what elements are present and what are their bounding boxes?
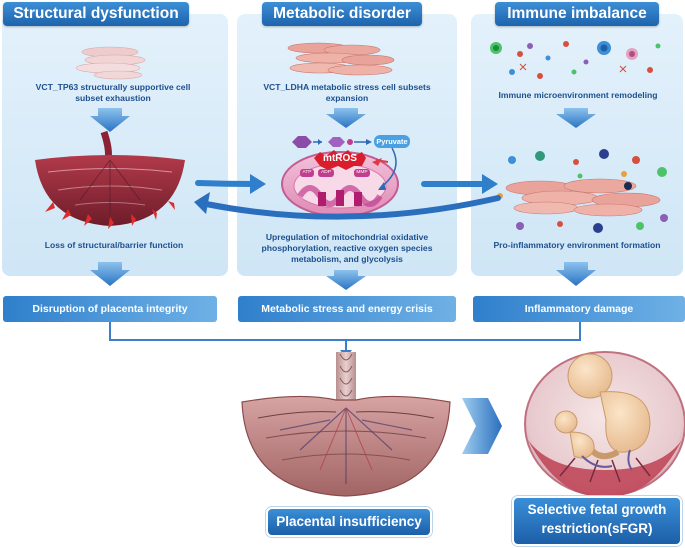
result-immune: Inflammatory damage	[473, 296, 685, 322]
pyruvate-label: Pyruvate	[376, 137, 408, 146]
caption-structural-top: VCT_TP63 structurally supportive cell su…	[35, 82, 191, 103]
arrow-down-metabolic-2	[326, 270, 366, 290]
merge-bracket	[109, 322, 581, 352]
arrow-down-immune-2	[556, 262, 596, 286]
panel-immune	[471, 14, 683, 276]
immune-cells-top	[490, 41, 661, 79]
placenta-large	[241, 352, 451, 497]
result-metabolic: Metabolic stress and energy crisis	[238, 296, 456, 322]
womb-sfgr	[524, 351, 685, 497]
pyruvate-badge	[374, 135, 410, 148]
caption-structural-bottom: Loss of structural/barrier function	[44, 240, 184, 250]
arrow-down-immune-1	[556, 108, 596, 128]
adp-label: ADP	[321, 170, 331, 175]
cell-stack-structural	[75, 46, 146, 80]
arrow-to-sfgr	[462, 398, 502, 454]
panel-title-immune: Immune imbalance	[495, 2, 659, 26]
arrow-structural-to-metabolic	[195, 180, 257, 187]
atp-badge	[300, 169, 314, 177]
mtros-label: mtROS	[323, 153, 357, 164]
arrow-down-metabolic-1	[326, 108, 366, 128]
placental-insufficiency-label: Placental insufficiency	[266, 507, 432, 537]
glycolysis-chain	[292, 135, 410, 148]
cell-stack-metabolic	[287, 42, 395, 76]
caption-metabolic-bottom: Upregulation of mitochondrial oxidative …	[261, 232, 433, 264]
caption-metabolic-top: VCT_LDHA metabolic stress cell subsets e…	[263, 82, 431, 103]
panel-title-structural: Structural dysfunction	[3, 2, 189, 26]
sfgr-line-1: Selective fetal growth	[527, 502, 667, 517]
arrow-feedback-immune-to-structural	[203, 195, 501, 220]
inflammatory-tissue	[497, 149, 668, 233]
mmp-label: MMP	[356, 170, 368, 175]
arrow-down-structural-2	[90, 262, 130, 286]
placenta-structural	[35, 130, 185, 229]
adp-badge	[318, 169, 334, 177]
mtros-burst	[314, 150, 366, 170]
sfgr-label: Selective fetal growth restriction(sFGR)	[512, 496, 682, 546]
panel-title-metabolic: Metabolic disorder	[262, 2, 422, 26]
mitochondrion	[281, 147, 399, 217]
arrow-down-structural-1	[90, 108, 130, 132]
sfgr-line-2: restriction(sFGR)	[541, 521, 653, 536]
result-structural: Disruption of placenta integrity	[3, 296, 217, 322]
mmp-badge	[354, 169, 370, 177]
caption-immune-top: Immune microenvironment remodeling	[498, 90, 658, 100]
caption-immune-bottom: Pro-inflammatory environment formation	[493, 240, 661, 250]
atp-label: ATP	[302, 170, 312, 175]
